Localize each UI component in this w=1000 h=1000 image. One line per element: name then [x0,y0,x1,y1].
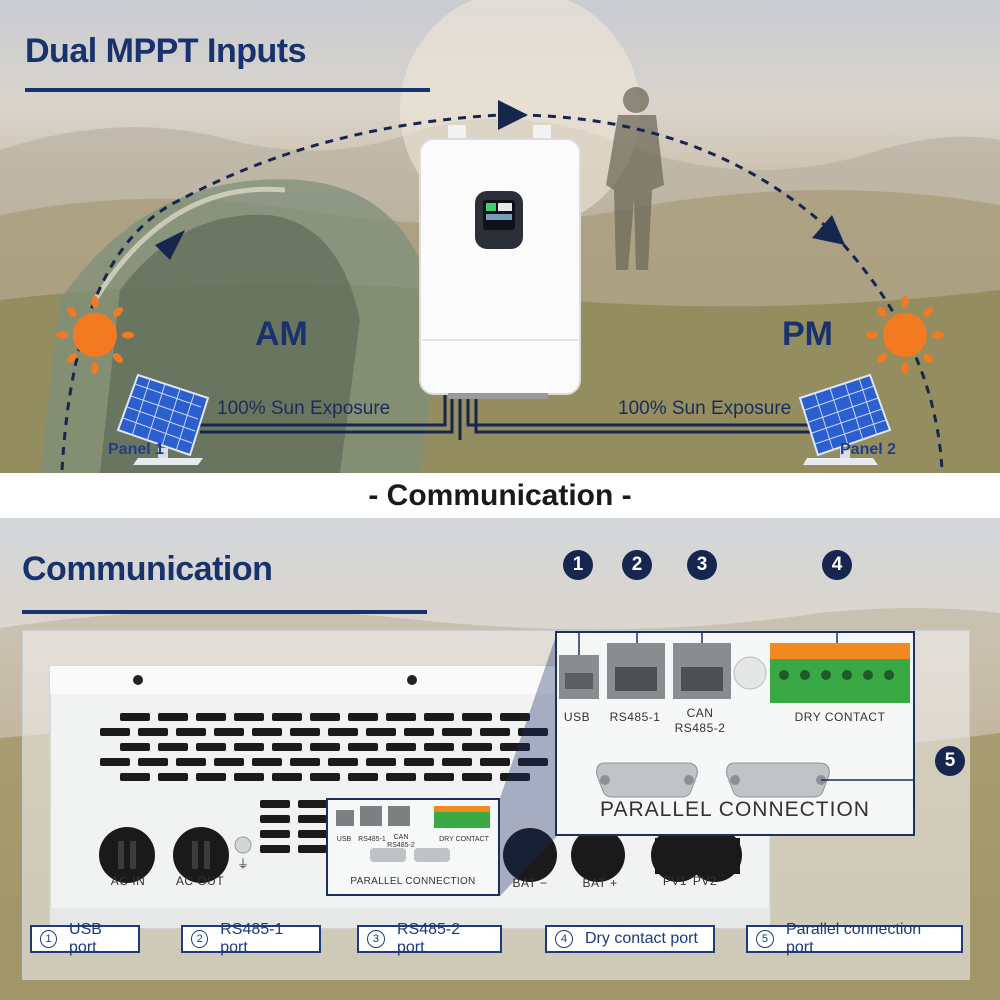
ac-in-connector [99,827,155,883]
legend-label-2: RS485-1 port [220,921,284,956]
pm-label: PM [782,315,833,353]
small-usb-label: USB [336,836,352,843]
solar-panel-2-icon [798,373,892,465]
callout-4-badge: 4 [822,550,852,580]
zoom-parallel-label: PARALLEL CONNECTION [600,798,870,821]
svg-text:⏚: ⏚ [237,857,249,871]
panel-2-label: Panel 2 [840,441,897,458]
ac-out-connector [173,827,229,883]
legend-rs485-1-port: 2 RS485-1 port [181,921,321,956]
zoom-rs485-1-label: RS485-1 [609,710,661,724]
left-exposure-text: 100% Sun Exposure [217,398,391,419]
small-can-label: CAN [393,834,409,841]
solar-panel-1-icon [116,373,210,465]
ac-out-label: AC OUT [175,874,225,888]
ac-in-label: AC IN [110,874,146,888]
panel-1-label: Panel 1 [108,441,165,458]
bat-plus-label: BAT + [582,876,618,890]
sun-pm-icon [866,296,944,374]
zoom-rs485-2-label: RS485-2 [674,721,726,735]
callout-2-badge: 2 [622,550,652,580]
legend-dry-contact-port: 4 Dry contact port [545,925,715,953]
legend-usb-port: 1 USB port [30,921,140,956]
zoom-wedge [500,633,557,896]
small-rs485-1-label: RS485-1 [358,836,386,843]
legend-label-1: USB port [69,921,102,956]
pv2-label: PV2 [692,874,718,888]
title-underline [25,88,430,92]
pv1-label: PV1 [662,874,688,888]
small-parallel-label: PARALLEL CONNECTION [350,876,476,887]
small-rs485-2-label: RS485-2 [387,842,415,849]
legend-rs485-2-port: 3 RS485-2 port [357,921,502,956]
legend-label-4: Dry contact port [585,930,698,947]
pv-cables [200,395,810,440]
zoom-dry-label: DRY CONTACT [794,710,886,724]
section-title: Dual MPPT Inputs [25,32,307,70]
arrow-right [812,215,845,245]
comm-panel-small-ports [336,806,490,862]
title-underline-2 [22,610,427,614]
legend-label-5: Parallel connection port [785,921,922,956]
communication-section: Communication ⏚ [0,518,1000,1000]
legend-num-4: 4 [555,930,573,948]
communication-divider-title: - Communication - [0,473,1000,518]
legend-num-1: 1 [40,930,58,948]
arrow-top [498,100,528,130]
callout-3-badge: 3 [687,550,717,580]
zoom-usb-label: USB [563,710,591,724]
am-label: AM [255,315,308,353]
zoom-can-label: CAN [686,706,714,720]
right-exposure-text: 100% Sun Exposure [618,398,792,419]
comm-panel-zoom-ports [559,633,913,798]
inverter-image [419,125,581,399]
legend-num-5: 5 [756,930,774,948]
small-dry-label: DRY CONTACT [439,836,489,843]
db9-port-left [596,762,698,798]
legend-label-3: RS485-2 port [396,921,461,956]
db9-port-right [726,762,830,798]
callout-5-badge: 5 [935,746,965,776]
sun-path-arc [60,100,944,471]
dual-mppt-section: Dual MPPT Inputs [0,0,1000,473]
legend-num-3: 3 [367,930,385,948]
arrow-left [155,230,185,260]
sun-am-icon [56,296,134,374]
bat-minus-label: BAT − [512,876,548,890]
legend-num-2: 2 [191,930,209,948]
section-title-2: Communication [22,550,273,588]
legend-parallel-port: 5 Parallel connection port [746,921,963,956]
callout-1-badge: 1 [563,550,593,580]
